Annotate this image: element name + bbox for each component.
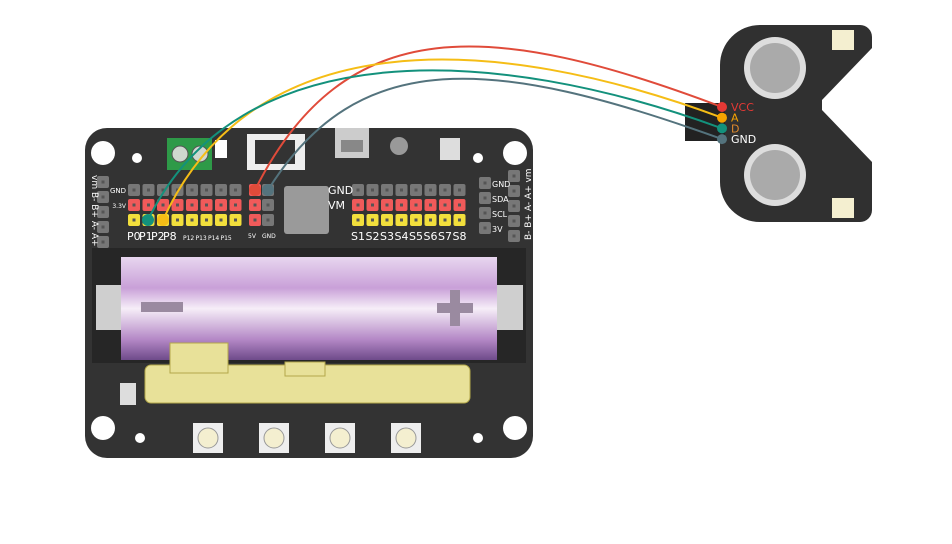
i2c-label: SDA	[492, 195, 509, 204]
sensor-pin-label: VCC	[731, 101, 754, 114]
sensor-pin	[717, 123, 727, 134]
motor-label-left: vm B- B+ A- A+	[89, 175, 99, 247]
wire-end	[157, 214, 169, 226]
wire-p0-d	[147, 69, 723, 221]
servo-label: S1	[351, 230, 365, 243]
pin-label: P12	[183, 235, 194, 242]
pin-label: P13	[196, 235, 207, 242]
pin-label: P0	[127, 230, 141, 243]
wire-end	[249, 184, 261, 196]
pin-label: P2	[151, 230, 165, 243]
wire-5v-vcc	[254, 45, 723, 191]
servo-label: S2	[366, 230, 380, 243]
servo-label: S4	[395, 230, 409, 243]
servo-row-label: VM	[328, 199, 345, 212]
pin-label: 5V	[248, 233, 257, 240]
pin-label: P8	[163, 230, 177, 243]
sensor-pin	[717, 112, 727, 123]
header-label: GND	[110, 187, 126, 195]
wire-gnd-gnd	[267, 77, 723, 191]
i2c-label: GND	[492, 180, 510, 189]
servo-label: S8	[453, 230, 467, 243]
servo-label: S5	[409, 230, 423, 243]
wire-p2-a	[162, 58, 723, 221]
pin-label: GND	[262, 233, 276, 240]
wire-end	[262, 184, 274, 196]
motor-label-right: B- B+ A- A+ vm	[524, 168, 534, 240]
servo-label: S6	[424, 230, 438, 243]
pin-label: P1	[139, 230, 153, 243]
wire-end	[142, 214, 154, 226]
pin-label: P15	[221, 235, 232, 242]
i2c-label: SCL	[492, 210, 508, 219]
servo-row-label: GND	[328, 184, 353, 197]
sensor-pin-label: D	[731, 122, 739, 135]
sensor-pin-label: GND	[731, 133, 756, 146]
sensor-pin	[717, 134, 727, 145]
buttons	[193, 423, 421, 453]
servo-label: S7	[438, 230, 452, 243]
i2c-label: 3V	[492, 225, 503, 234]
sensor-pin	[717, 102, 727, 112]
servo-label: S3	[380, 230, 394, 243]
pin-label: P14	[208, 235, 219, 242]
header-label: 3.3V	[112, 203, 127, 210]
sensor-pin-label: A	[731, 112, 739, 125]
